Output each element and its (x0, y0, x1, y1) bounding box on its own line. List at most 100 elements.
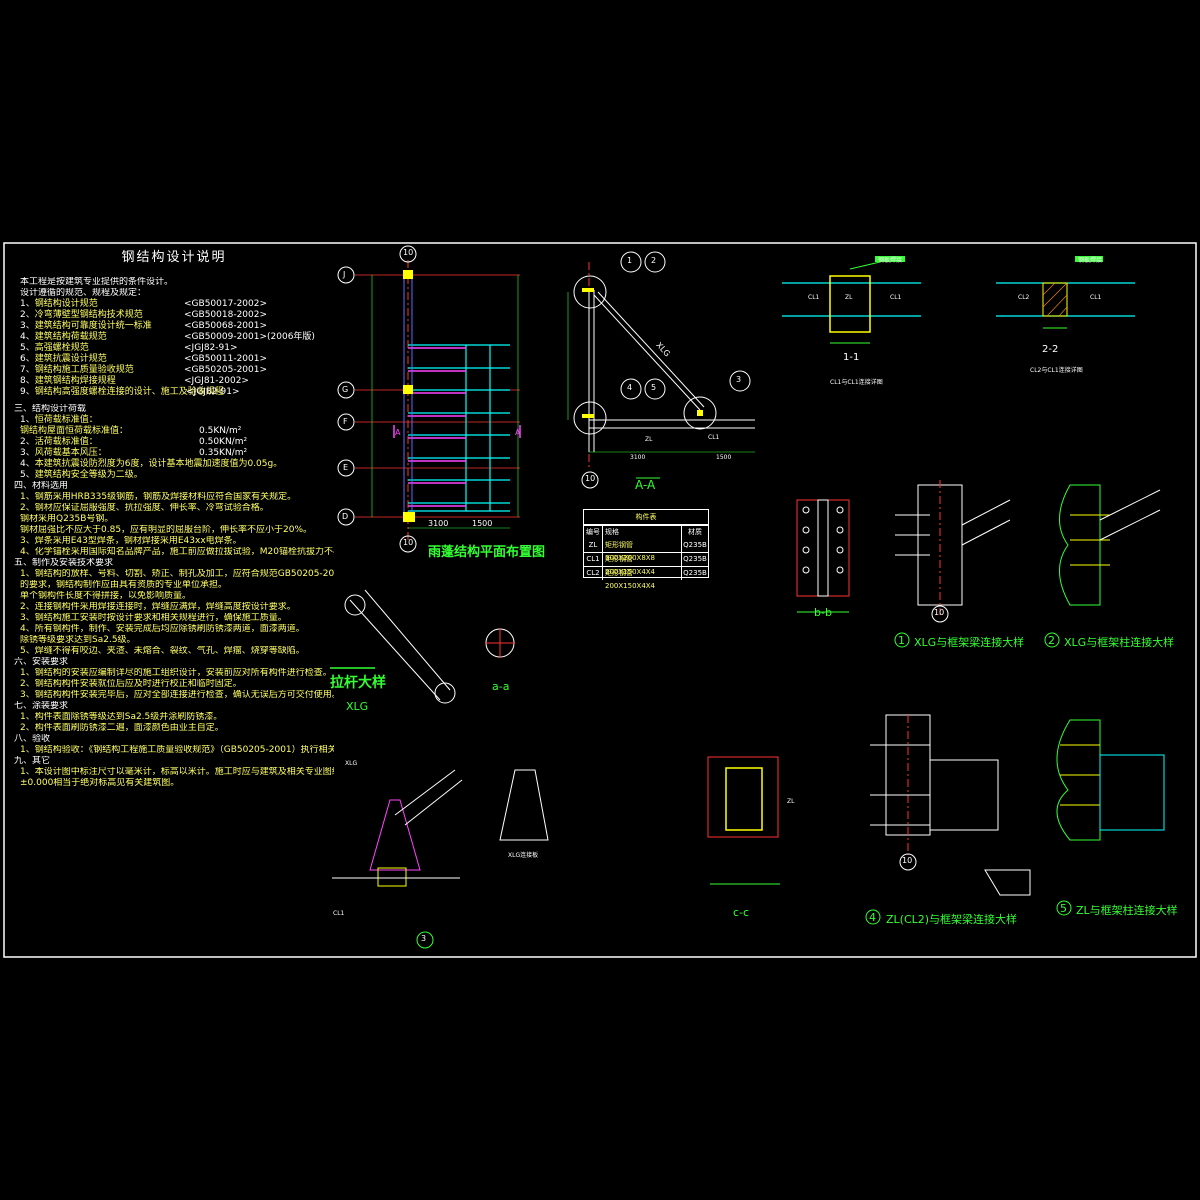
member-id: CL1 (584, 553, 603, 566)
code-row: 4、建筑结构荷载规范<GB50009-2001>(2006年版) (14, 332, 334, 343)
aa-bubble-2: 2 (651, 256, 657, 265)
detail-1 (894, 480, 1011, 648)
load-number: 1、 (20, 415, 35, 425)
sec11-note: 钢板焊接 (878, 257, 903, 264)
notes-intro-0: 本工程是按建筑专业提供的条件设计。 (20, 277, 174, 287)
load-row: 3、风荷载基本风压：0.35KN/m² (14, 448, 334, 459)
header-spec: 规格 (603, 526, 682, 539)
note-line: 的要求，钢结构制作应由具有资质的专业单位承担。 (20, 580, 228, 590)
code-ref: <GB50068-2001> (184, 321, 268, 331)
detail3-xlg: XLG (345, 760, 358, 767)
axis-bubble-10-bottom (399, 535, 417, 553)
member-material: Q235B (683, 569, 707, 577)
member-material: Q235B (683, 555, 707, 563)
plan-section-mark-right: A (515, 428, 521, 437)
sec22-note: 钢板焊接 (1078, 257, 1103, 264)
member-spec: 矩形钢管200X150X4X4 (603, 567, 682, 590)
load-row: 2、活荷载标准值：0.50KN/m² (14, 437, 334, 448)
code-name: 建筑钢结构焊接规程 (34, 376, 116, 386)
note-line: 5、焊缝不得有咬边、夹渣、未熔合、裂纹、气孔、焊瘤、烧穿等缺陷。 (20, 646, 305, 656)
aa-bubble-5: 5 (651, 383, 657, 392)
other-heading: 九、其它 (14, 756, 51, 766)
member-table-caption: 构件表 (584, 510, 708, 525)
detail-2 (1044, 484, 1161, 648)
member-spec: 矩形钢管200X150X4X4 (603, 553, 682, 576)
plan-axis-E: E (343, 463, 349, 472)
code-name: 钢结构设计规范 (34, 299, 98, 309)
code-row: 5、高强螺栓规范<JGJ82-91> (14, 343, 334, 354)
code-number: 1、 (20, 299, 35, 309)
note-line: 1、钢结构的安装应编制详尽的施工组织设计，安装前应对所有构件进行检查。 (20, 668, 332, 678)
code-number: 5、 (20, 343, 35, 353)
note-line: 1、钢筋采用HRB335级钢筋，钢筋及焊接材料应符合国家有关规定。 (20, 492, 297, 502)
section-1-1 (782, 256, 921, 344)
detail-5 (1056, 719, 1165, 916)
aa-bubble-3: 3 (736, 375, 742, 384)
design-notes: 钢结构设计说明 本工程是按建筑专业提供的条件设计。 设计遵循的规范、规程及规定：… (14, 251, 334, 789)
code-name: 钢结构高强度螺栓连接的设计、施工及验收规程 (34, 387, 224, 397)
note-line: 1、钢结构验收：《钢结构工程施工质量验收规范》（GB50205-2001）执行相… (20, 745, 334, 755)
det1-axis: 10 (934, 608, 945, 617)
member-id: CL2 (584, 567, 603, 580)
plan-view (337, 245, 521, 553)
load-number: 3、 (20, 448, 35, 458)
code-name: 建筑结构可靠度设计统一标准 (34, 321, 152, 331)
code-ref: <GB50011-2001> (184, 354, 268, 364)
aa-zl-label: ZL (645, 436, 653, 443)
code-ref: <JGJ82-91> (186, 387, 240, 397)
aa-dim-2: 1500 (716, 454, 732, 461)
code-number: 4、 (20, 332, 35, 342)
aa-axis: 10 (585, 474, 596, 483)
sec22-label-2: CL1 (1090, 294, 1102, 301)
sec22-sub: CL2与CL1连接详图 (1030, 367, 1083, 374)
header-id: 编号 (584, 526, 603, 539)
xlg-detail (330, 589, 515, 704)
check-list: 1、钢结构验收：《钢结构工程施工质量验收规范》（GB50205-2001）执行相… (14, 745, 334, 756)
install-list: 1、钢结构的安装应编制详尽的施工组织设计，安装前应对所有构件进行检查。2、钢结构… (14, 668, 334, 701)
load-row: 钢结构屋面恒荷载标准值：0.5KN/m² (14, 426, 334, 437)
det5-bubble: 5 (1060, 902, 1067, 915)
member-table-header: 编号 规格 材质 (584, 525, 708, 539)
plan-axis-D: D (342, 512, 349, 521)
det2-bubble: 2 (1048, 634, 1055, 647)
sec11-label-3: CL1 (890, 294, 902, 301)
plan-title: 雨蓬结构平面布置图 (428, 545, 546, 560)
cc-label: ZL (787, 798, 795, 805)
xlg-detail-title: 拉杆大样 (330, 675, 386, 691)
code-row: 2、冷弯薄壁型钢结构技术规范<GB50018-2002> (14, 310, 334, 321)
plan-section-mark-left: A (395, 428, 401, 437)
plan-axis-J: J (343, 270, 346, 279)
load-name: 钢结构屋面恒荷载标准值： (20, 426, 129, 436)
member-id: ZL (584, 539, 603, 552)
code-row: 3、建筑结构可靠度设计统一标准 <GB50068-2001> (14, 321, 334, 332)
detail-3 (332, 769, 549, 949)
note-line: 4、化学锚栓采用国际知名品牌产品，施工前应做拉拔试验，M20锚栓抗拔力不小于40… (20, 547, 334, 557)
code-name: 建筑结构荷载规范 (34, 332, 107, 342)
note-line: 1、构件表面除锈等级达到Sa2.5级并涂刷防锈漆。 (20, 712, 223, 722)
note-line: 2、钢结构构件安装就位后应及时进行校正和临时固定。 (20, 679, 242, 689)
sec11-label-2: ZL (845, 294, 853, 301)
load-row: 4、本建筑抗震设防烈度为6度，设计基本地震加速度值为0.05g。 (14, 459, 334, 470)
code-number: 3、 (20, 321, 35, 331)
aa-dim-1: 3100 (630, 454, 646, 461)
loads-heading: 三、结构设计荷载 (14, 404, 87, 414)
aa-cl1-label: CL1 (708, 434, 720, 441)
code-row: 7、钢结构施工质量验收规范<GB50205-2001> (14, 365, 334, 376)
code-ref: <GB50017-2002> (184, 299, 268, 309)
code-row: 9、钢结构高强度螺栓连接的设计、施工及验收规程<JGJ82-91> (14, 387, 334, 398)
code-number: 2、 (20, 310, 35, 320)
code-name: 建筑抗震设计规范 (34, 354, 107, 364)
code-number: 6、 (20, 354, 35, 364)
install-heading: 六、安装要求 (14, 657, 69, 667)
load-row: 5、建筑结构安全等级为二级。 (14, 470, 334, 481)
note-line: 除锈等级要求达到Sa2.5级。 (20, 635, 136, 645)
aa-title: A-A (635, 478, 656, 492)
det4-caption: ZL(CL2)与框架梁连接大样 (886, 913, 1018, 926)
check-heading: 八、验收 (14, 734, 51, 744)
member-material: Q235B (683, 541, 707, 549)
code-row: 6、建筑抗震设计规范 <GB50011-2001> (14, 354, 334, 365)
bb-title: b-b (814, 606, 832, 619)
